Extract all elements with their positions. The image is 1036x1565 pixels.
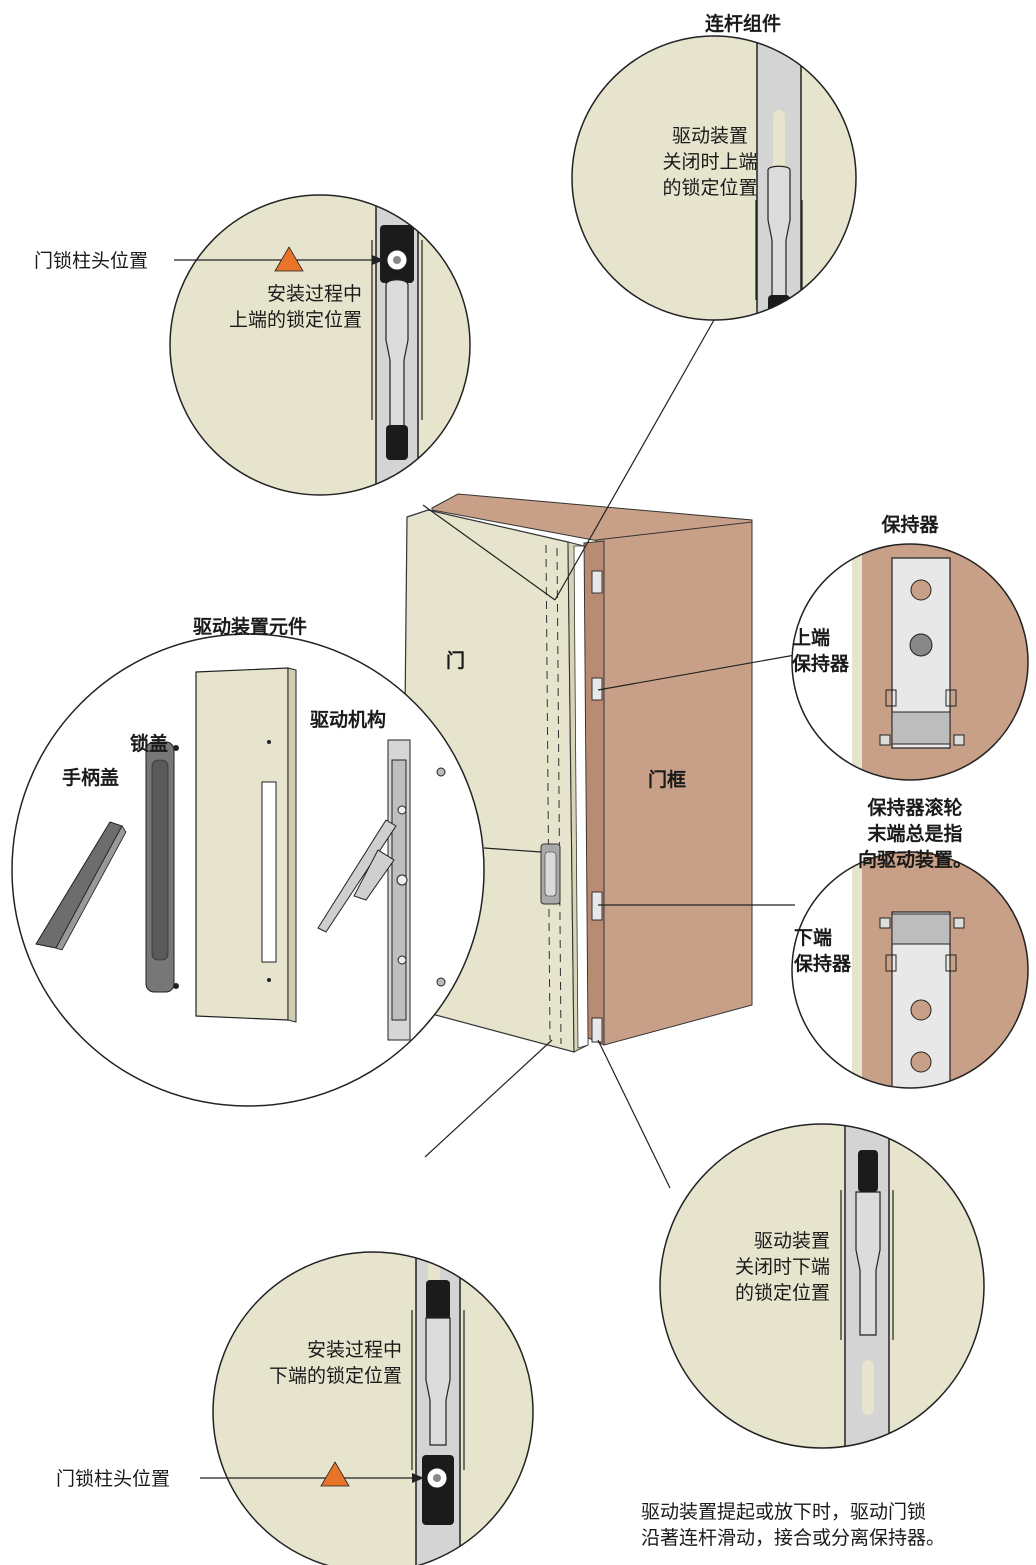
detail-drive-closed-bottom [659,1123,985,1449]
drive-closed-bottom-line1: 驱动装置 [753,1230,830,1252]
drive-mechanism-part [317,739,411,1041]
lock-cover-label: 锁盖 [130,733,169,755]
warning-triangle-icon [320,1461,350,1487]
detail-drive-components [11,633,485,1107]
install-bottom-line2: 下端的锁定位置 [268,1365,402,1387]
detail-bottom-install [200,1251,534,1565]
upper-keeper-line1: 上端 [792,627,831,649]
linkage-assembly-title: 连杆组件 [704,13,781,35]
door-frame-label: 门框 [648,769,687,791]
leader-lines [422,319,796,1189]
strike-position-bottom-label: 门锁柱头位置 [56,1468,171,1490]
drive-closed-bottom-line3: 的锁定位置 [734,1282,830,1304]
keeper-note-line3: 向驱动装置。 [857,849,972,871]
keeper-note-line2: 末端总是指 [867,823,963,845]
install-top-line2: 上端的锁定位置 [228,309,362,331]
footer-note-line1: 驱动装置提起或放下时，驱动门锁 [641,1501,927,1523]
detail-top-install [169,194,471,496]
install-bottom-line1: 安装过程中 [306,1339,402,1361]
detail-linkage [571,35,857,321]
keeper-note-line1: 保持器滚轮 [867,797,963,819]
door-label: 门 [446,650,466,672]
lower-keeper-line2: 保持器 [794,953,852,975]
install-top-line1: 安装过程中 [266,283,362,305]
upper-keeper-line2: 保持器 [792,653,850,675]
drive-closed-bottom-line2: 关闭时下端 [734,1256,830,1278]
footer-note-line2: 沿著连杆滑动，接合或分离保持器。 [641,1527,946,1549]
handle-cover-label: 手柄盖 [62,767,120,789]
lower-keeper-line1: 下端 [794,927,833,949]
detail-upper-keeper [791,543,1029,781]
strike-position-top-label: 门锁柱头位置 [34,250,149,272]
keeper-title: 保持器 [881,514,939,536]
drive-mechanism-label: 驱动机构 [310,709,387,731]
drive-closed-top-line2: 关闭时上端 [662,151,758,173]
warning-triangle-icon [274,246,304,272]
drive-closed-top-line1: 驱动装置 [671,125,748,147]
drive-closed-top-line3: 的锁定位置 [662,177,758,199]
detail-lower-keeper [791,851,1029,1089]
drive-components-title: 驱动装置元件 [192,616,307,638]
